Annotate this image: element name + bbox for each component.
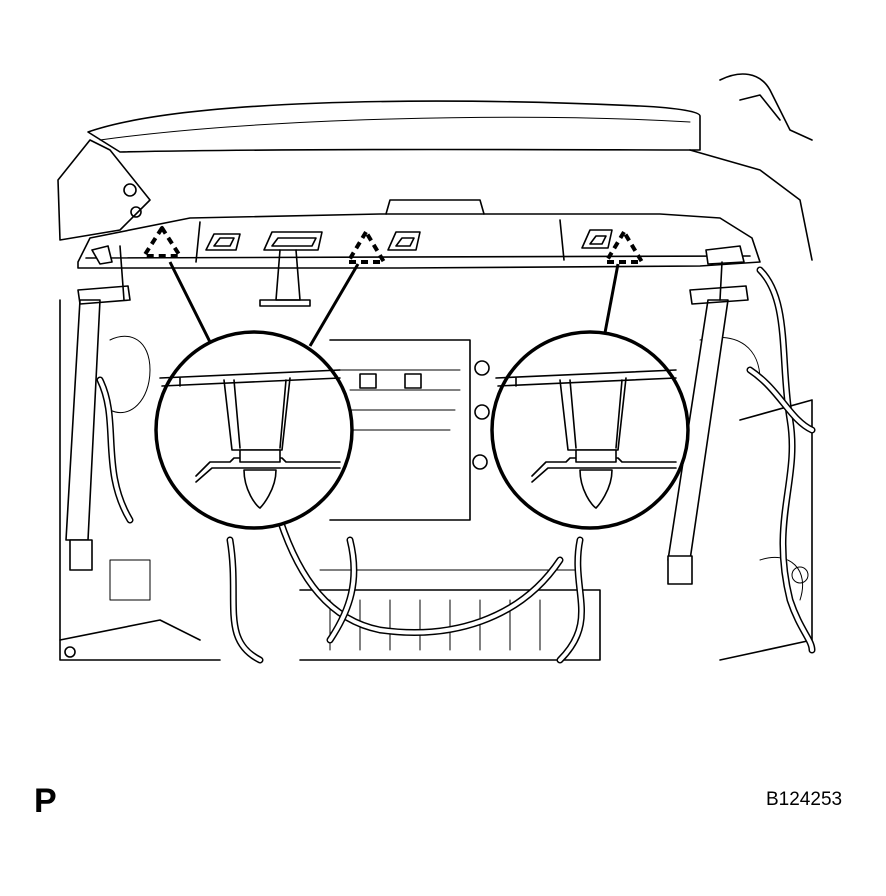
view-letter-label: P: [34, 782, 57, 820]
figure-code-label: B124253: [766, 789, 843, 810]
left-seat-belt: [65, 245, 131, 571]
clip-marker-right: [604, 230, 644, 264]
right-seat-belt: [667, 245, 749, 585]
rear-trim-panel: [77, 199, 761, 307]
clip-marker-center: [346, 230, 386, 264]
callout-leaders: [168, 261, 620, 347]
detail-callout-left: [154, 330, 354, 530]
detail-callout-right: [490, 330, 690, 530]
background-body-structure: [57, 73, 813, 661]
wire-harness: [96, 266, 816, 664]
clip-marker-left: [142, 226, 182, 258]
